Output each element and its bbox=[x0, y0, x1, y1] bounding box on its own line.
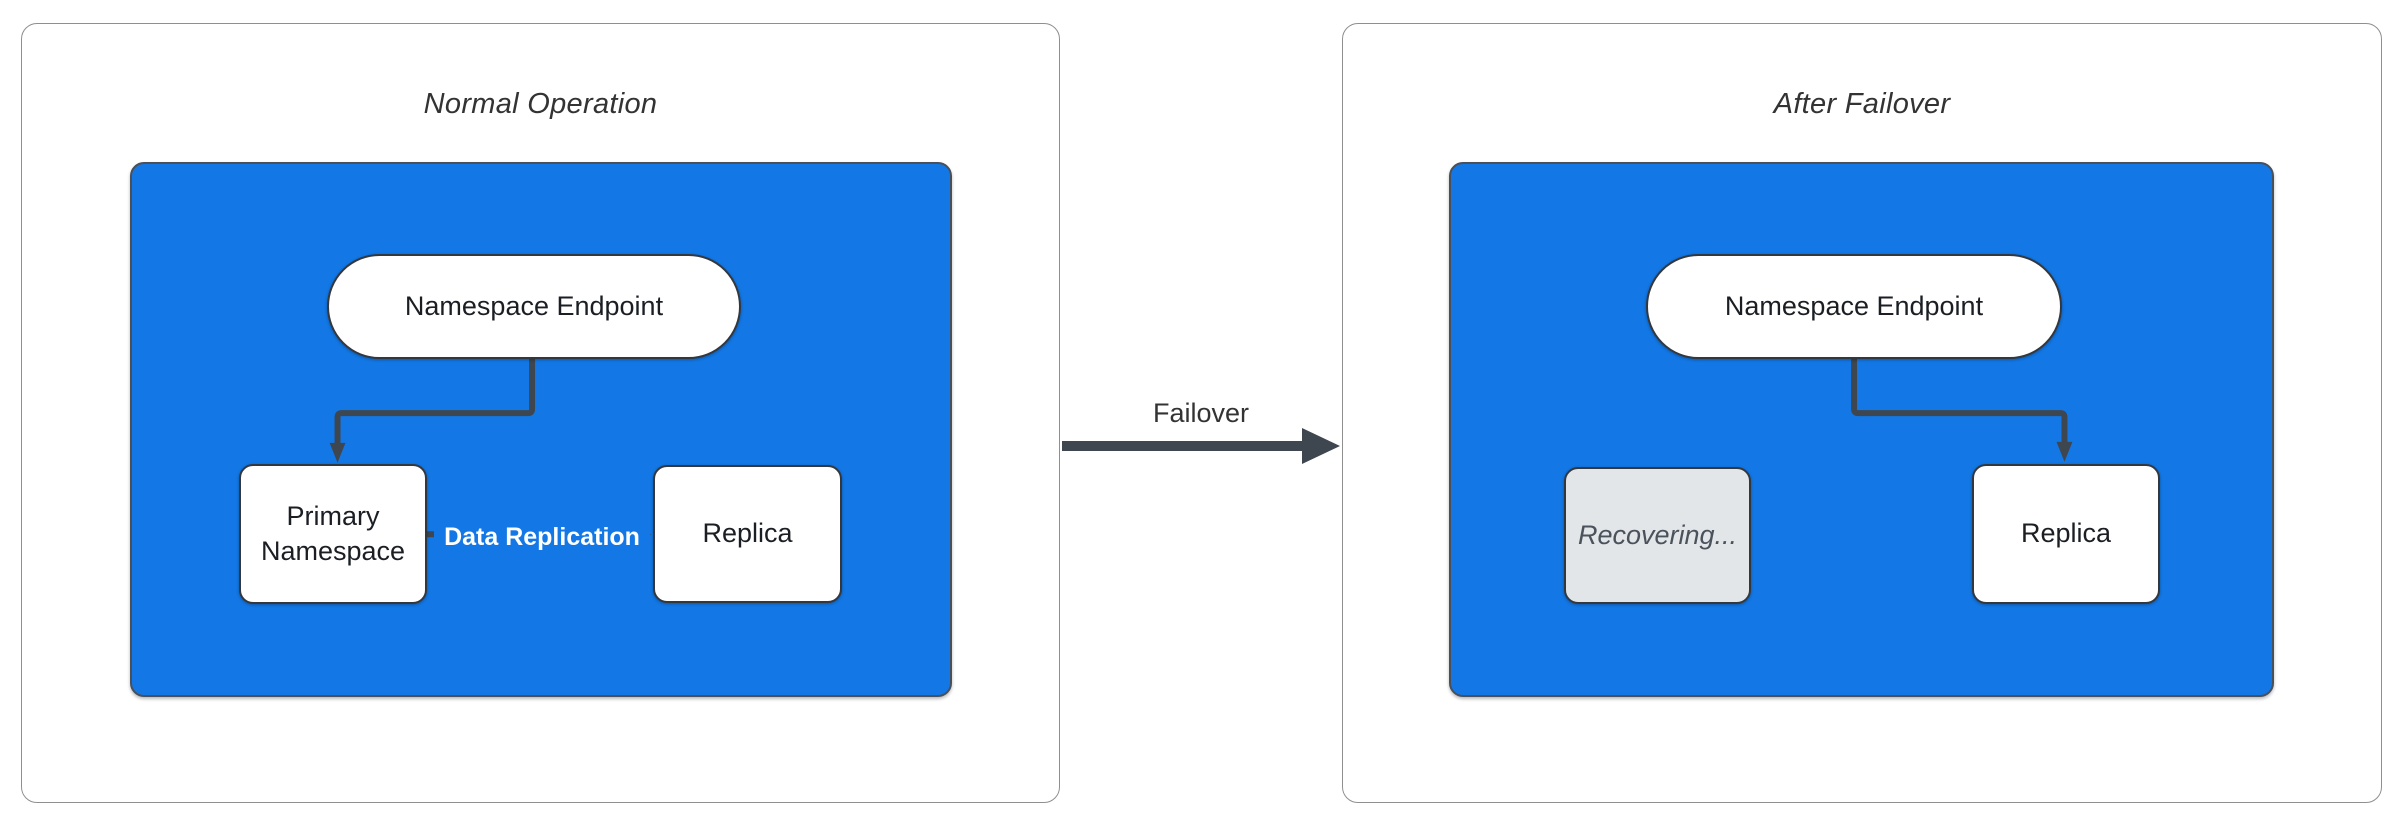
node-replica-failover: Replica bbox=[1972, 464, 2160, 604]
node-replica-normal: Replica bbox=[653, 465, 842, 603]
node-namespace-endpoint-normal: Namespace Endpoint bbox=[327, 254, 741, 359]
node-namespace-endpoint-failover: Namespace Endpoint bbox=[1646, 254, 2062, 359]
cluster-normal-operation: Namespace Endpoint Primary Namespace Rep… bbox=[130, 162, 952, 697]
endpoint-to-primary-arrow bbox=[329, 358, 536, 463]
node-label: Replica bbox=[702, 518, 793, 549]
node-label: Namespace Endpoint bbox=[404, 290, 664, 321]
panel-title-after-failover: After Failover bbox=[1773, 88, 1951, 120]
node-recovering: Recovering... bbox=[1564, 467, 1751, 604]
node-label: Recovering... bbox=[1577, 519, 1738, 550]
node-label: Primary Namespace bbox=[260, 500, 406, 566]
endpoint-to-replica-arrow bbox=[1851, 358, 2073, 462]
edges-after-failover bbox=[1851, 358, 2073, 462]
edge-label-failover: Failover bbox=[1152, 398, 1250, 428]
panel-after-failover: After Failover Namespace Endpoint Recove… bbox=[1342, 23, 2382, 803]
edges-normal-operation bbox=[329, 358, 652, 543]
node-label: Replica bbox=[2020, 518, 2112, 549]
edge-label-data-replication: Data Replication bbox=[434, 520, 650, 554]
cluster-after-failover: Namespace Endpoint Recovering... Replica bbox=[1449, 162, 2274, 697]
node-label: Namespace Endpoint bbox=[1724, 290, 1984, 321]
node-primary-namespace: Primary Namespace bbox=[239, 464, 427, 604]
panel-normal-operation: Normal Operation Namespace Endpoint Prim… bbox=[21, 23, 1060, 803]
panel-title-normal-operation: Normal Operation bbox=[423, 88, 658, 120]
